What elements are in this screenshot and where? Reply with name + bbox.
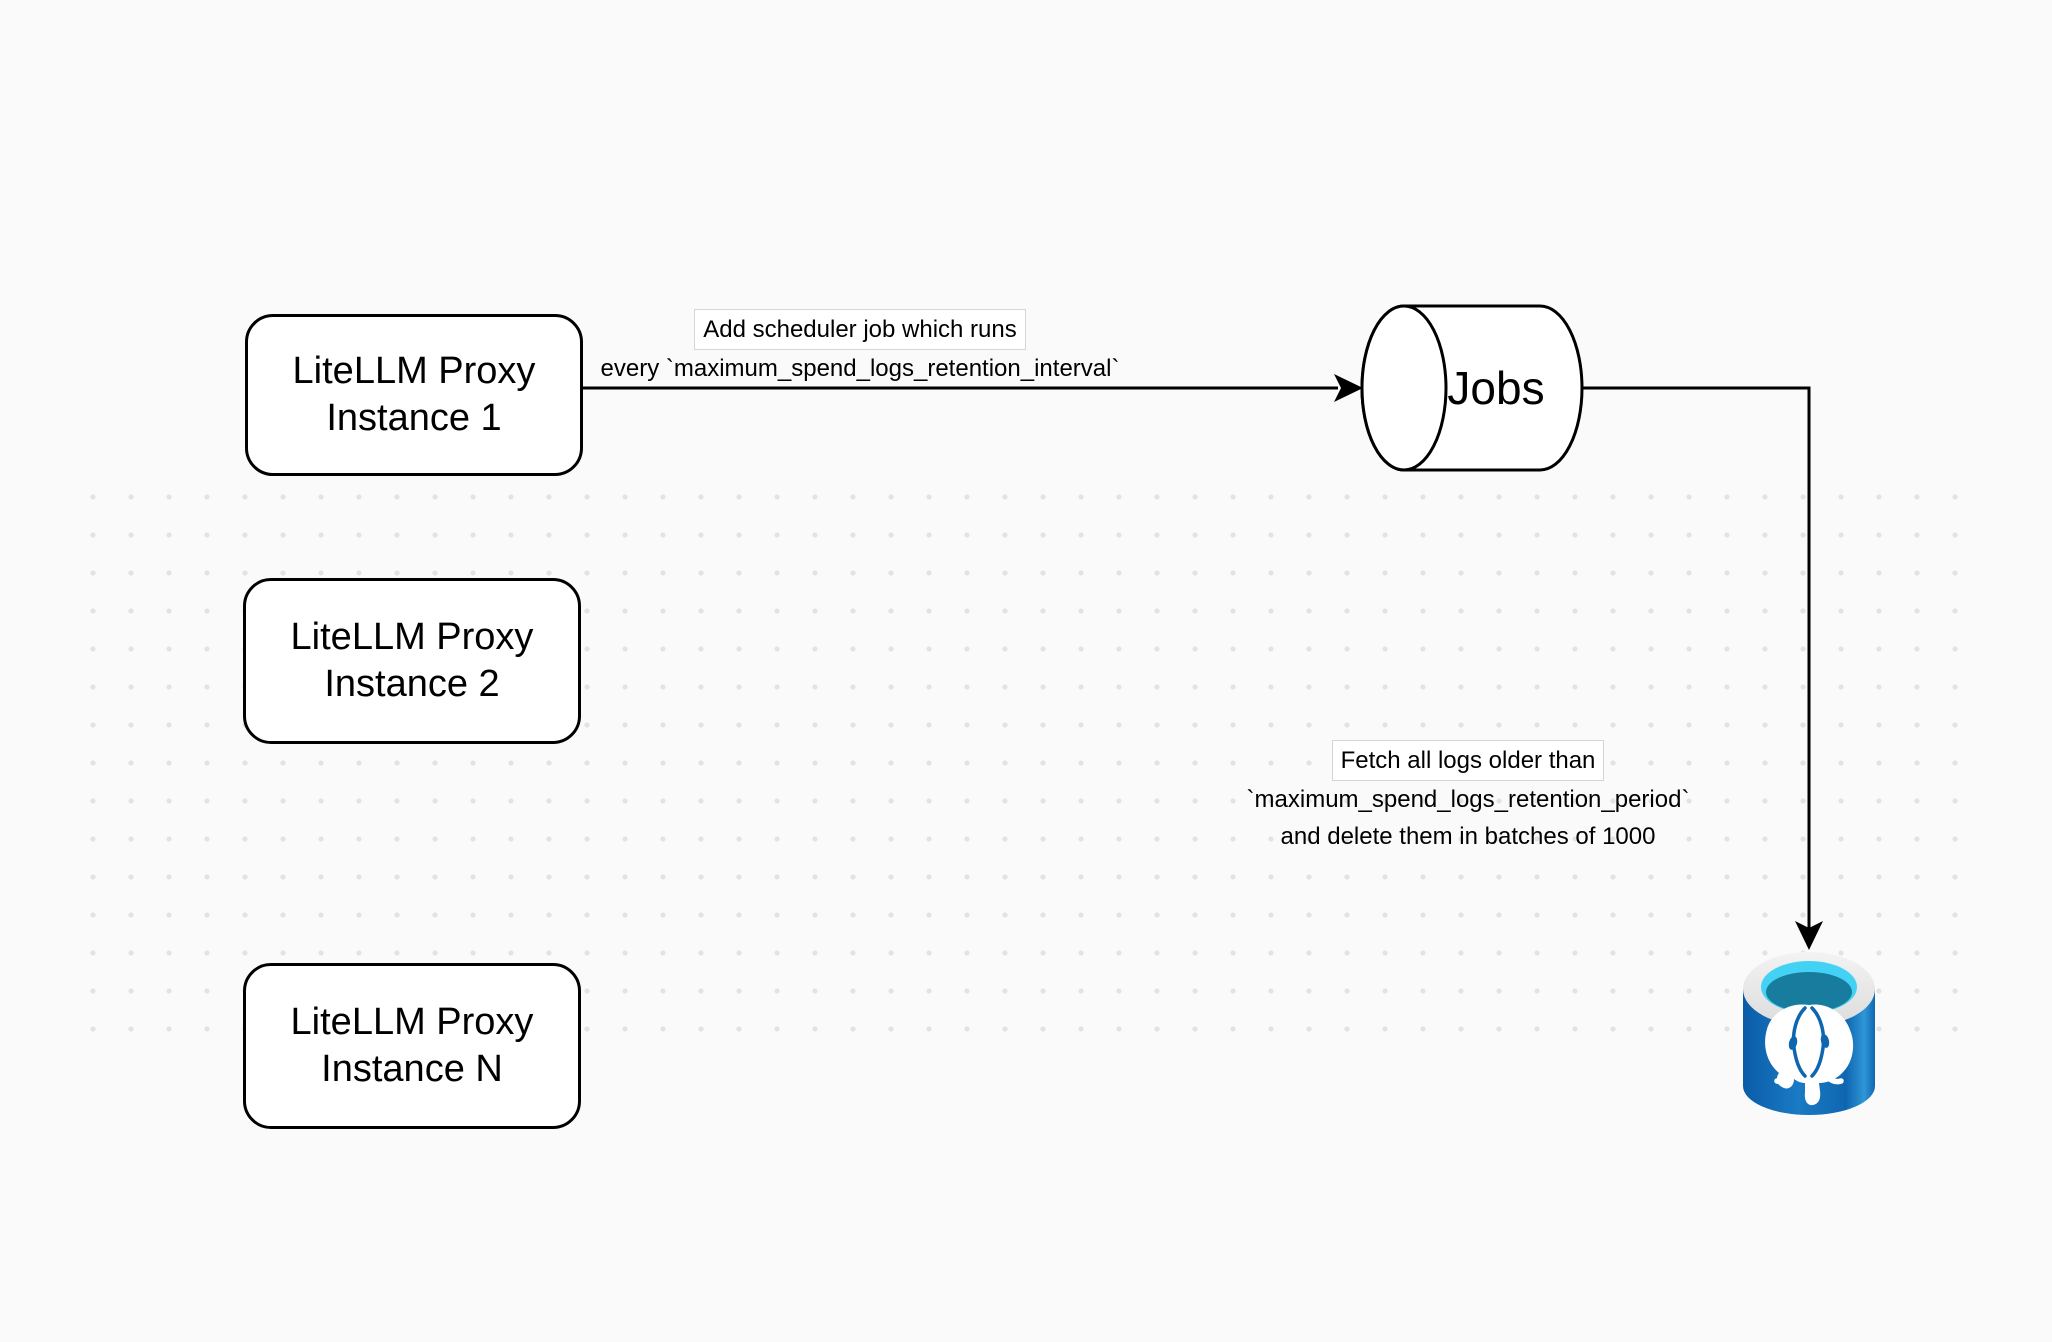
edge-jobs-to-database [1582,386,1811,942]
node-label-line: Instance 1 [326,397,502,439]
postgres-elephant-icon [1765,1004,1854,1106]
arrowhead-right-icon [1334,374,1363,402]
edge-label-scheduler: Add scheduler job which runs every `maxi… [558,309,1162,387]
node-label-line: LiteLLM Proxy [290,616,534,658]
node-label-line: LiteLLM Proxy [290,1001,534,1043]
edge-label-fetch: Fetch all logs older than `maximum_spend… [1166,740,1770,855]
node-litellm-proxy-instance-2: LiteLLM Proxy Instance 2 [243,578,581,744]
node-label-line: Instance N [321,1048,503,1090]
edge-label-scheduler-line1: Add scheduler job which runs [694,309,1026,350]
jobs-cylinder-face [1360,304,1448,472]
edge-label-fetch-line3: and delete them in batches of 1000 [1280,823,1656,850]
database-opening-inner [1766,972,1852,1012]
node-litellm-proxy-instance-1: LiteLLM Proxy Instance 1 [245,314,583,476]
postgresql-database-icon [1743,952,1875,1115]
edge-label-fetch-line1: Fetch all logs older than [1331,740,1605,781]
node-label-line: Instance 2 [324,663,500,705]
edge-label-scheduler-line2: every `maximum_spend_logs_retention_inte… [600,355,1120,382]
node-label-line: LiteLLM Proxy [292,350,536,392]
jobs-queue-label: Jobs [1447,362,1545,414]
edge-label-fetch-line2: `maximum_spend_logs_retention_period` [1246,786,1690,813]
dot-grid-background [74,478,1974,1048]
arrowhead-down-icon [1795,921,1823,950]
node-litellm-proxy-instance-n: LiteLLM Proxy Instance N [243,963,581,1129]
